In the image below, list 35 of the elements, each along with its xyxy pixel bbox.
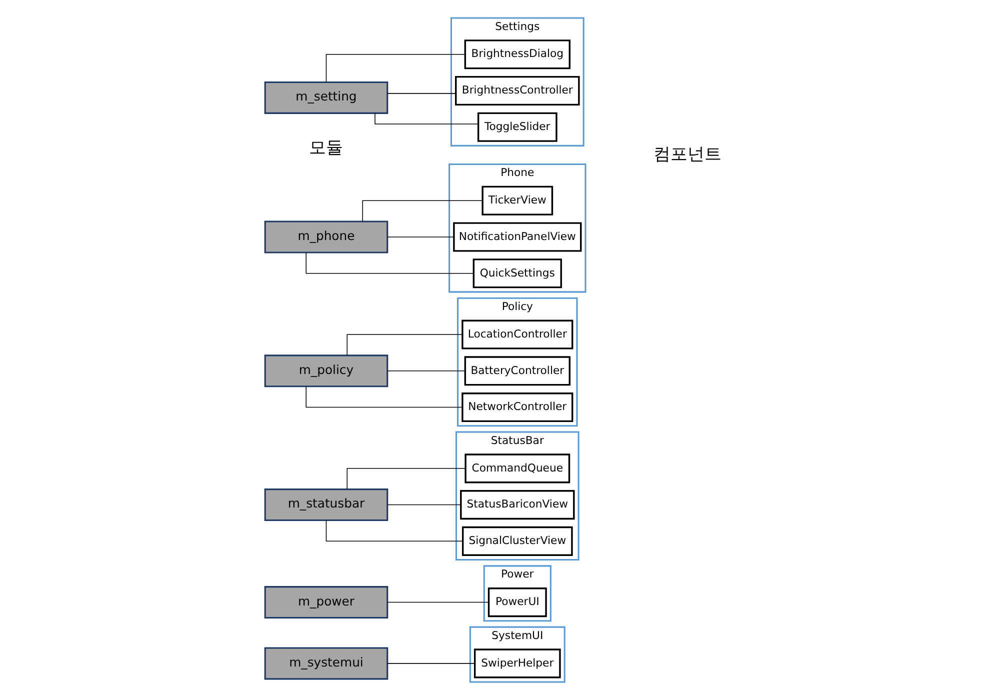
node-box: BrightnessDialog [464,40,570,70]
node-box: BrightnessController [454,76,580,106]
node-box: BatteryController [464,356,570,386]
node-box: NetworkController [461,392,573,422]
connector [325,520,462,542]
connector [386,663,474,664]
connector [346,334,462,356]
node-box: CommandQueue [464,454,570,484]
node-box: StatusBariconView [460,490,574,520]
label: 모듈 [308,138,343,158]
connector [386,236,454,238]
node-box: LocationController [461,320,573,350]
node-box: m_setting [264,81,388,114]
node-box: SignalClusterView [461,526,572,556]
node-box: PowerUI [487,588,546,618]
node-box: ToggleSlider [476,112,557,142]
node-box: m_systemui [264,647,388,680]
node-box: TickerView [481,186,553,216]
connector [362,200,482,222]
connector [386,504,461,506]
connector [305,386,462,408]
node-box: m_power [264,586,388,619]
connector [305,252,474,274]
label: 컴포넌트 [653,144,722,164]
node-box: m_phone [264,220,388,254]
connector [386,370,466,372]
connector [325,54,465,82]
connector [386,602,488,603]
node-box: SwiperHelper [473,648,560,678]
node-box: NotificationPanelView [452,222,582,252]
node-box: QuickSettings [472,258,562,288]
connector [386,93,456,94]
node-box: m_policy [264,354,388,388]
node-box: m_statusbar [264,488,388,522]
connector [346,468,466,490]
